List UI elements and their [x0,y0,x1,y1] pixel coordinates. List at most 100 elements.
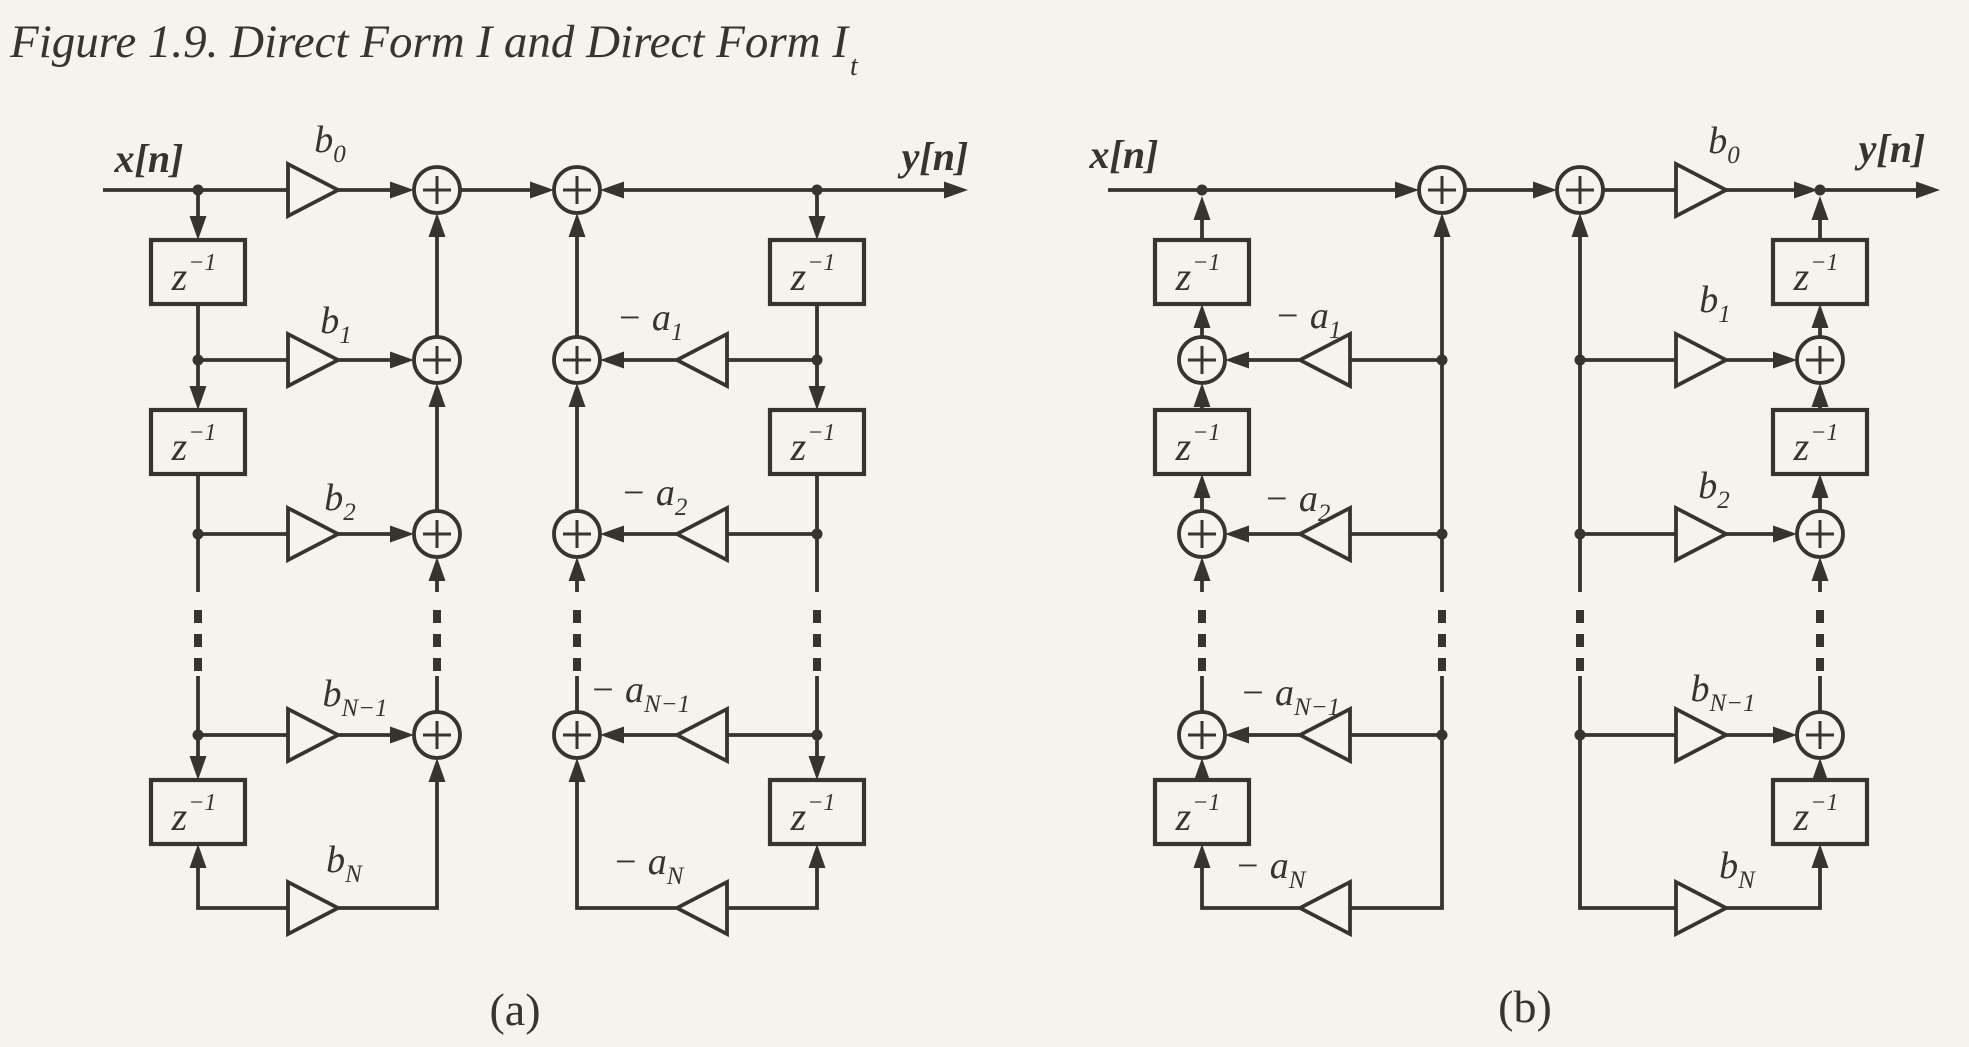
branch-dot [1436,528,1448,540]
arrowhead-right-icon [1773,726,1797,744]
arrowhead-left-icon [600,351,624,369]
delay-label: z−1 [790,420,836,469]
arrowhead-up-icon [1571,213,1589,237]
ellipsis-icon [1198,610,1206,671]
gain-triangle [1674,162,1728,218]
gain-triangle [1298,332,1352,388]
adder [552,335,602,385]
adder [1417,165,1467,215]
arrowhead-up-icon [1811,557,1829,581]
delay-label: z−1 [790,250,836,299]
gain-triangle [1674,880,1728,936]
adder [1795,335,1845,385]
gain-label-b2: b2 [1698,465,1730,514]
arrowhead-up-icon [1193,844,1211,868]
gain-triangle [1674,332,1728,388]
arrowhead-up-icon [568,557,586,581]
arrowhead-down-icon [808,756,826,780]
arrowhead-up-icon [568,383,586,407]
arrowhead-up-icon [428,213,446,237]
arrowhead-right-icon [390,726,414,744]
adder [1555,165,1605,215]
arrowhead-down-icon [189,216,207,240]
adder [552,710,602,760]
gain-label-aN: − aN [613,841,685,890]
arrowhead-up-icon [1193,383,1211,407]
gain-triangle [286,880,340,936]
arrowhead-right-icon [1916,181,1940,199]
gain-label-aN: − aN [1235,845,1307,894]
gain-label-a2: − a2 [1264,478,1331,527]
arrowhead-right-icon [390,181,414,199]
ellipsis-icon [1576,610,1584,671]
arrowhead-up-icon [428,383,446,407]
arrowhead-right-icon [390,525,414,543]
gain-label-a1: − a1 [617,297,684,346]
branch-dot [811,354,823,366]
arrowhead-up-icon [1193,304,1211,328]
arrowhead-down-icon [808,216,826,240]
gain-label-bN-1: bN−1 [1690,668,1755,717]
arrowhead-up-icon [808,844,826,868]
branch-dot [1574,729,1586,741]
branch-dot [1436,354,1448,366]
arrowhead-up-icon [1811,844,1829,868]
adder [1177,509,1227,559]
branch-dot [811,184,823,196]
branch-dot [1574,528,1586,540]
adder [1177,710,1227,760]
ellipsis-marks [194,610,821,671]
branch-dot [811,729,823,741]
branch-dots [192,184,823,741]
branch-dot [811,528,823,540]
delay-label: z−1 [1793,790,1839,839]
arrowhead-up-icon [1811,304,1829,328]
gain-label-aN-1: − aN−1 [590,669,690,718]
adders [1177,165,1845,760]
adders [412,165,602,760]
gain-triangle [1674,506,1728,562]
branch-dot [1574,354,1586,366]
gain-label-a2: − a2 [621,472,688,521]
branch-dot [1814,184,1826,196]
branch-dot [1436,729,1448,741]
delay-label: z−1 [1175,420,1221,469]
adder [1795,509,1845,559]
adder [412,509,462,559]
gain-label-bN-1: bN−1 [322,673,387,722]
delay-label: z−1 [171,250,217,299]
arrowhead-left-icon [1225,726,1249,744]
diagram-b: x[n] y[n] b0 b1 b2 bN−1 bN − a1 − a2 − a… [1089,120,1940,1032]
arrowhead-up-icon [428,557,446,581]
arrowhead-up-icon [189,844,207,868]
branch-dot [192,184,204,196]
delay-label: z−1 [171,790,217,839]
delay-boxes [151,240,864,844]
gain-label-b1: b1 [320,300,352,349]
gain-label-b0: b0 [1708,120,1740,169]
delay-label: z−1 [1793,420,1839,469]
arrowhead-right-icon [1533,181,1557,199]
input-label: x[n] [1089,132,1159,177]
arrowhead-up-icon [1193,557,1211,581]
arrowhead-right-icon [1773,525,1797,543]
delay-label: z−1 [1793,250,1839,299]
gain-triangle [1298,880,1352,936]
branch-dot [192,729,204,741]
gain-triangles [286,162,729,936]
ellipsis-icon [433,610,441,671]
arrowhead-right-icon [1395,181,1419,199]
output-label: y[n] [1855,126,1926,171]
delay-boxes [1155,240,1867,844]
arrowhead-up-icon [1811,196,1829,220]
arrowhead-left-icon [600,181,624,199]
gain-triangles [1298,162,1728,936]
gain-triangle [675,332,729,388]
gain-triangle [286,707,340,763]
branch-dot [1196,184,1208,196]
arrowhead-right-icon [1794,181,1818,199]
ellipsis-icon [194,610,202,671]
gain-label-bN: bN [326,839,363,888]
arrowhead-down-icon [808,386,826,410]
ellipsis-icon [1816,610,1824,671]
